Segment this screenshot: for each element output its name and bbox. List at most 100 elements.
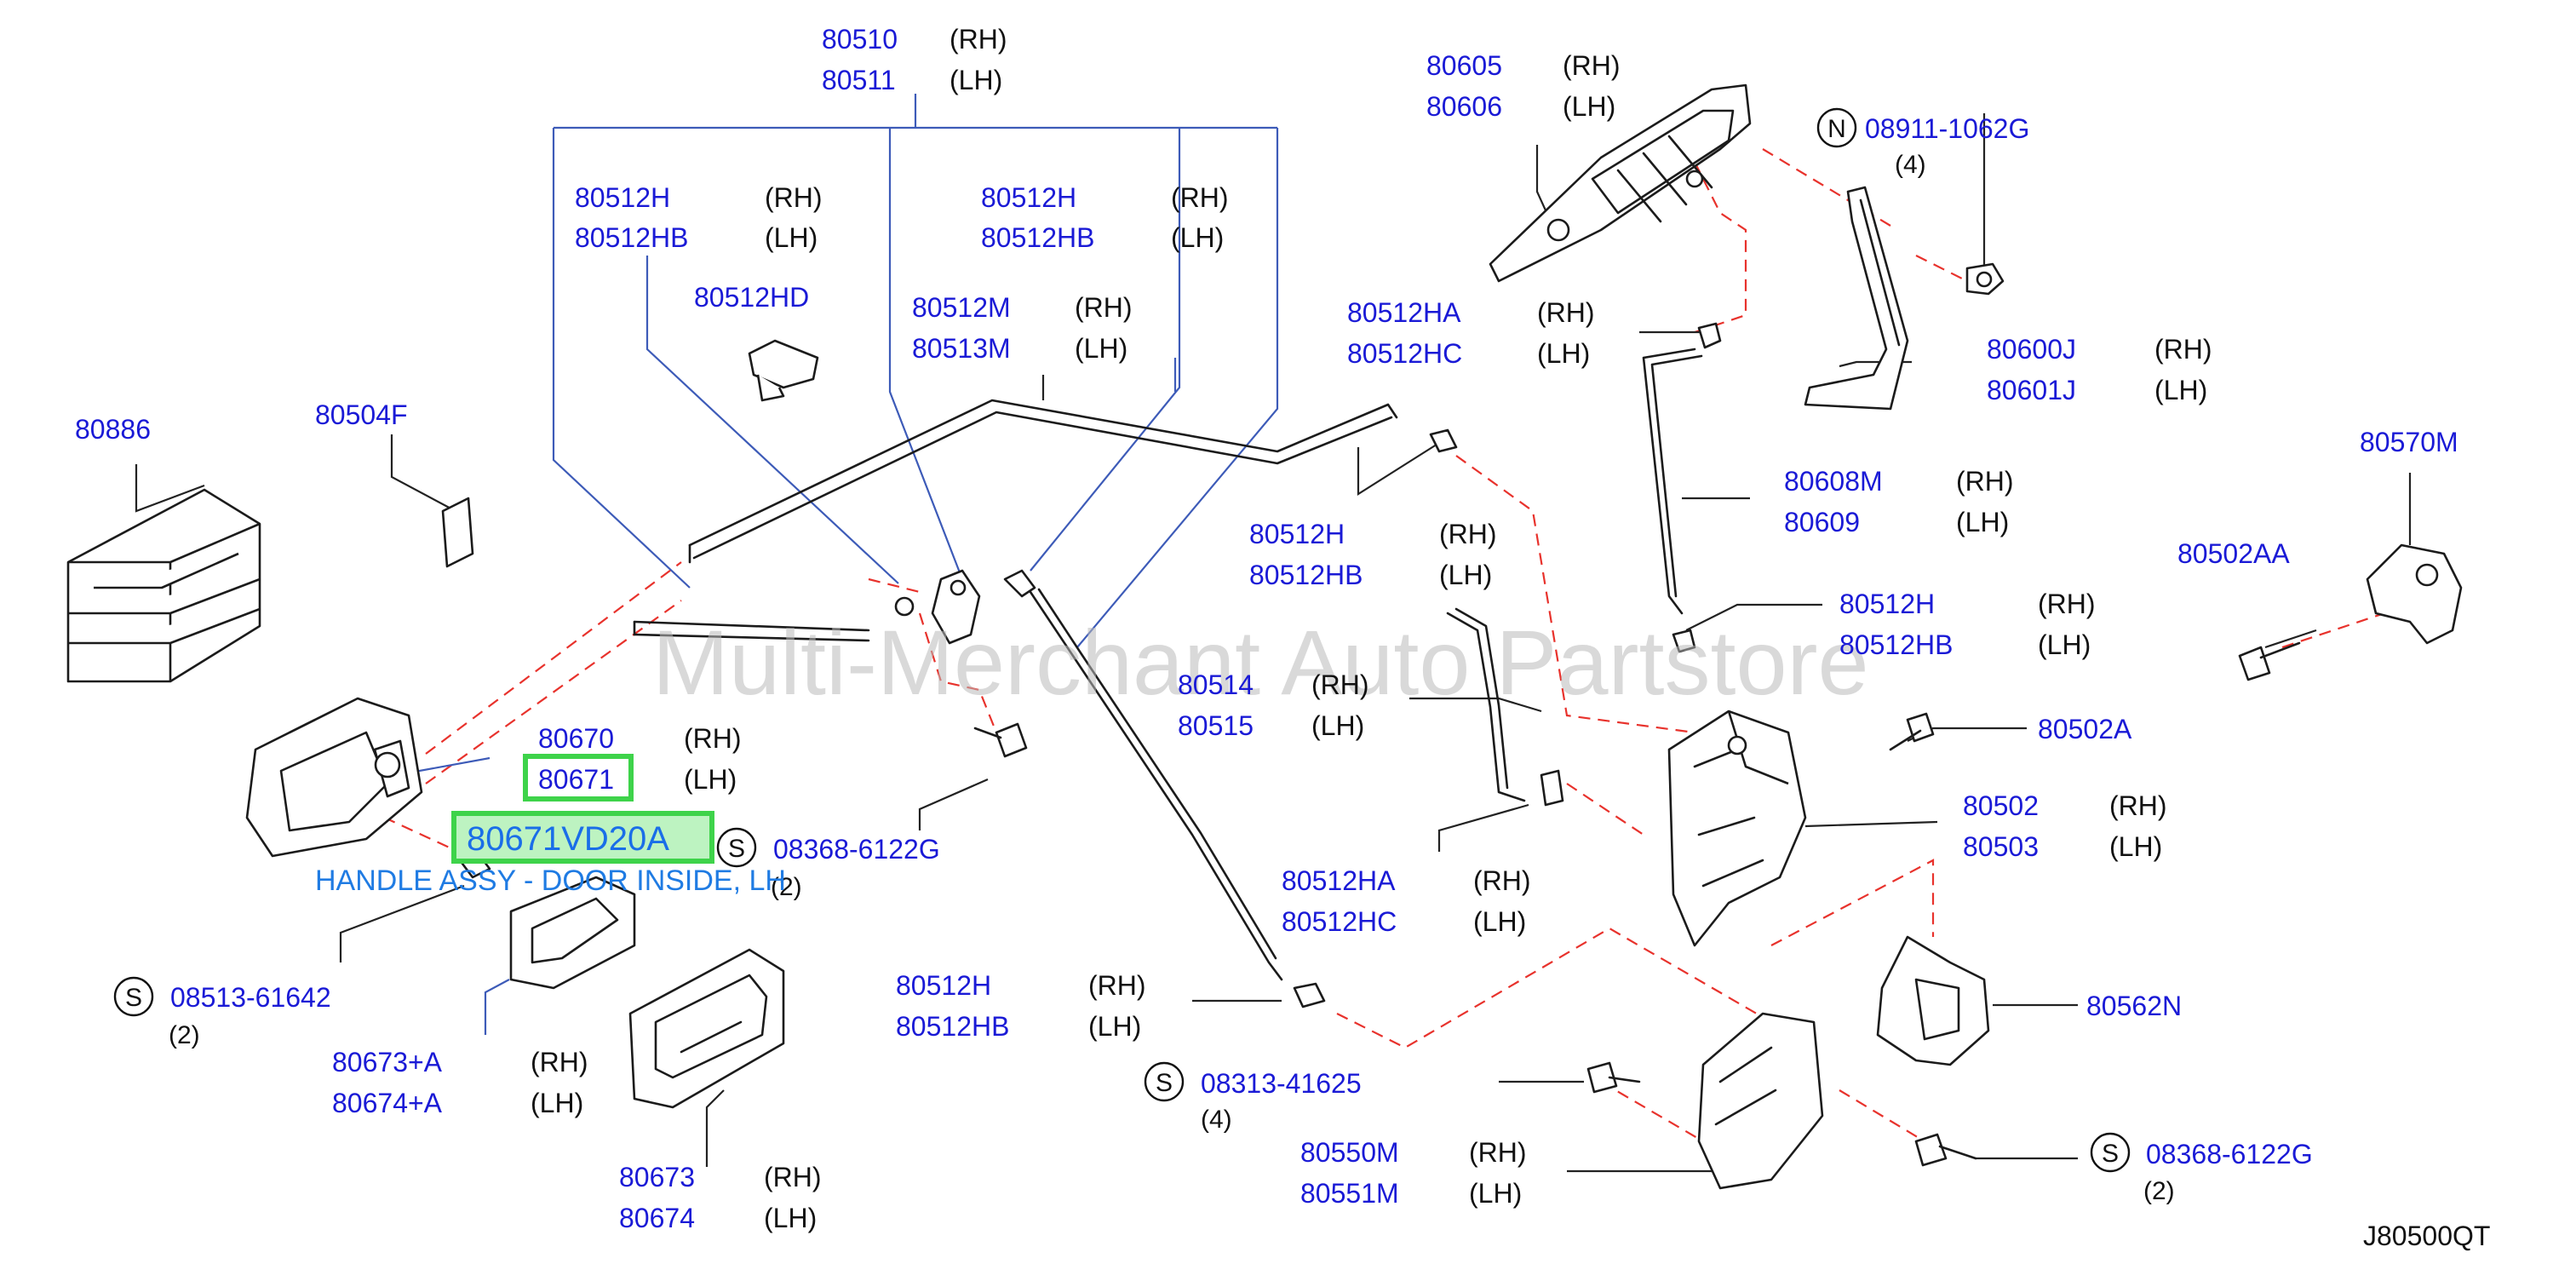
callout-80502[interactable]: 80502 (RH) 80503 (LH) xyxy=(1963,790,2167,862)
callout-80512h-e[interactable]: 80512H (RH) 80512HB (LH) xyxy=(896,970,1146,1042)
callout-80512ha-a[interactable]: 80512HA (RH) 80512HC (LH) xyxy=(1347,297,1595,369)
callout-80502a[interactable]: 80502A xyxy=(2038,714,2132,744)
part-number-80512hc[interactable]: 80512HC xyxy=(1282,906,1397,937)
diagram-code: J80500QT xyxy=(2363,1221,2490,1251)
part-number-80670[interactable]: 80670 xyxy=(538,723,614,754)
part-number-80512ha[interactable]: 80512HA xyxy=(1347,297,1461,328)
svg-text:(LH): (LH) xyxy=(2109,831,2162,862)
part-number-80674[interactable]: 80674 xyxy=(619,1203,695,1233)
part-number-80512h[interactable]: 80512H xyxy=(896,970,991,1001)
callout-80512h-a[interactable]: 80512H (RH) 80512HB (LH) xyxy=(575,182,823,253)
part-number-80606[interactable]: 80606 xyxy=(1426,91,1502,122)
part-number-80512hb[interactable]: 80512HB xyxy=(1249,560,1363,590)
part-number-80512h[interactable]: 80512H xyxy=(1249,519,1345,549)
part-80670-handle xyxy=(245,697,423,858)
callout-08513-61642[interactable]: 08513-61642 (2) xyxy=(169,982,331,1049)
part-08368-bolt-a xyxy=(973,722,1028,758)
callout-08368-6122g-b[interactable]: 08368-6122G (2) xyxy=(2143,1139,2313,1205)
symbol-circles: N S S S S xyxy=(113,107,2131,1173)
part-number-80513m[interactable]: 80513M xyxy=(912,333,1011,364)
svg-text:(RH): (RH) xyxy=(1473,865,1531,896)
callout-08313-41625[interactable]: 08313-41625 (4) xyxy=(1201,1068,1362,1134)
callout-80605[interactable]: 80605 (RH) 80606 (LH) xyxy=(1426,50,1621,122)
svg-text:(LH): (LH) xyxy=(531,1088,583,1118)
part-number-80514[interactable]: 80514 xyxy=(1178,669,1254,700)
part-number-80673[interactable]: 80673 xyxy=(619,1162,695,1192)
part-number-80504f[interactable]: 80504F xyxy=(315,399,408,430)
svg-text:(LH): (LH) xyxy=(2038,629,2091,660)
part-number-80512hc[interactable]: 80512HC xyxy=(1347,338,1462,369)
part-number-80512hb[interactable]: 80512HB xyxy=(896,1011,1009,1042)
callout-80512m[interactable]: 80512M (RH) 80513M (LH) xyxy=(912,292,1133,364)
part-number-80515[interactable]: 80515 xyxy=(1178,710,1254,741)
part-number-80601j[interactable]: 80601J xyxy=(1987,375,2076,405)
part-number-80511[interactable]: 80511 xyxy=(822,65,896,95)
svg-text:S: S xyxy=(125,984,142,1012)
svg-text:S: S xyxy=(728,835,745,863)
svg-text:(4): (4) xyxy=(1201,1106,1232,1134)
part-number-80673a[interactable]: 80673+A xyxy=(332,1047,443,1077)
part-number-80600j[interactable]: 80600J xyxy=(1987,334,2076,365)
callout-80512hd[interactable]: 80512HD xyxy=(694,282,809,313)
callout-80673a[interactable]: 80673+A (RH) 80674+A (LH) xyxy=(332,1047,588,1118)
part-number-80512h[interactable]: 80512H xyxy=(981,182,1076,213)
part-number-08313-41625[interactable]: 08313-41625 xyxy=(1201,1068,1362,1099)
part-number-80512hd[interactable]: 80512HD xyxy=(694,282,809,313)
callout-08911-1062g[interactable]: 08911-1062G (4) xyxy=(1865,113,2029,179)
callout-80512ha-b[interactable]: 80512HA (RH) 80512HC (LH) xyxy=(1282,865,1531,937)
callout-80670[interactable]: 80670 (RH) 80671 (LH) xyxy=(538,723,742,795)
callout-80510[interactable]: 80510 (RH) 80511 (LH) xyxy=(822,24,1007,95)
part-number-80503[interactable]: 80503 xyxy=(1963,831,2039,862)
part-number-80550m[interactable]: 80550M xyxy=(1300,1137,1399,1168)
callout-08368-6122g-a[interactable]: 08368-6122G (2) xyxy=(771,834,940,901)
svg-text:(LH): (LH) xyxy=(1075,333,1127,364)
callout-80562n[interactable]: 80562N xyxy=(2086,991,2182,1021)
callout-80600j[interactable]: 80600J (RH) 80601J (LH) xyxy=(1987,334,2212,405)
callout-80886[interactable]: 80886 xyxy=(75,414,151,445)
part-number-80512hb[interactable]: 80512HB xyxy=(1839,629,1953,660)
part-number-80512m[interactable]: 80512M xyxy=(912,292,1011,323)
part-number-80512h[interactable]: 80512H xyxy=(1839,589,1935,619)
part-number-80570m[interactable]: 80570M xyxy=(2360,427,2458,457)
part-number-80562n[interactable]: 80562N xyxy=(2086,991,2182,1021)
svg-text:(RH): (RH) xyxy=(2038,589,2096,619)
part-number-80886[interactable]: 80886 xyxy=(75,414,151,445)
part-number-80605[interactable]: 80605 xyxy=(1426,50,1502,81)
part-number-80512hb[interactable]: 80512HB xyxy=(575,222,688,253)
highlighted-part-number[interactable]: 80671VD20A xyxy=(467,820,669,858)
part-number-80551m[interactable]: 80551M xyxy=(1300,1178,1399,1209)
part-number-80512h[interactable]: 80512H xyxy=(575,182,670,213)
part-number-80671[interactable]: 80671 xyxy=(538,764,614,795)
part-80550m-actuator xyxy=(1697,1012,1824,1190)
svg-text:S: S xyxy=(2102,1140,2119,1168)
callout-80512h-b[interactable]: 80512H (RH) 80512HB (LH) xyxy=(981,182,1229,253)
callout-80514[interactable]: 80514 (RH) 80515 (LH) xyxy=(1178,669,1369,741)
svg-text:(RH): (RH) xyxy=(1537,297,1595,328)
part-number-80608m[interactable]: 80608M xyxy=(1784,466,1883,497)
part-number-08513-61642[interactable]: 08513-61642 xyxy=(170,982,331,1013)
callout-80673[interactable]: 80673 (RH) 80674 (LH) xyxy=(619,1162,822,1233)
callout-80550m[interactable]: 80550M (RH) 80551M (LH) xyxy=(1300,1137,1527,1209)
part-number-80510[interactable]: 80510 xyxy=(822,24,898,55)
callout-80570m[interactable]: 80570M xyxy=(2360,427,2458,457)
callout-80512h-c[interactable]: 80512H (RH) 80512HB (LH) xyxy=(1249,519,1497,590)
part-number-80502a[interactable]: 80502A xyxy=(2038,714,2132,744)
part-number-80502aa[interactable]: 80502AA xyxy=(2177,538,2290,569)
svg-text:(RH): (RH) xyxy=(1439,519,1497,549)
svg-text:(RH): (RH) xyxy=(764,1162,822,1192)
callout-80512h-d[interactable]: 80512H (RH) 80512HB (LH) xyxy=(1839,589,2096,660)
svg-text:(LH): (LH) xyxy=(764,1203,817,1233)
part-number-80674a[interactable]: 80674+A xyxy=(332,1088,443,1118)
part-number-80512hb[interactable]: 80512HB xyxy=(981,222,1094,253)
part-number-80502[interactable]: 80502 xyxy=(1963,790,2039,821)
part-number-80512ha[interactable]: 80512HA xyxy=(1282,865,1396,896)
callout-80502aa[interactable]: 80502AA xyxy=(2177,538,2290,569)
callout-80504f[interactable]: 80504F xyxy=(315,399,408,430)
part-number-08368-6122g[interactable]: 08368-6122G xyxy=(773,834,940,865)
svg-text:(RH): (RH) xyxy=(765,182,823,213)
callout-80608m[interactable]: 80608M (RH) 80609 (LH) xyxy=(1784,466,2014,537)
part-80502a-bolt xyxy=(1889,712,1935,751)
part-number-80609[interactable]: 80609 xyxy=(1784,507,1860,537)
part-number-08911-1062g[interactable]: 08911-1062G xyxy=(1865,113,2029,144)
part-number-08368-6122g[interactable]: 08368-6122G xyxy=(2146,1139,2313,1169)
